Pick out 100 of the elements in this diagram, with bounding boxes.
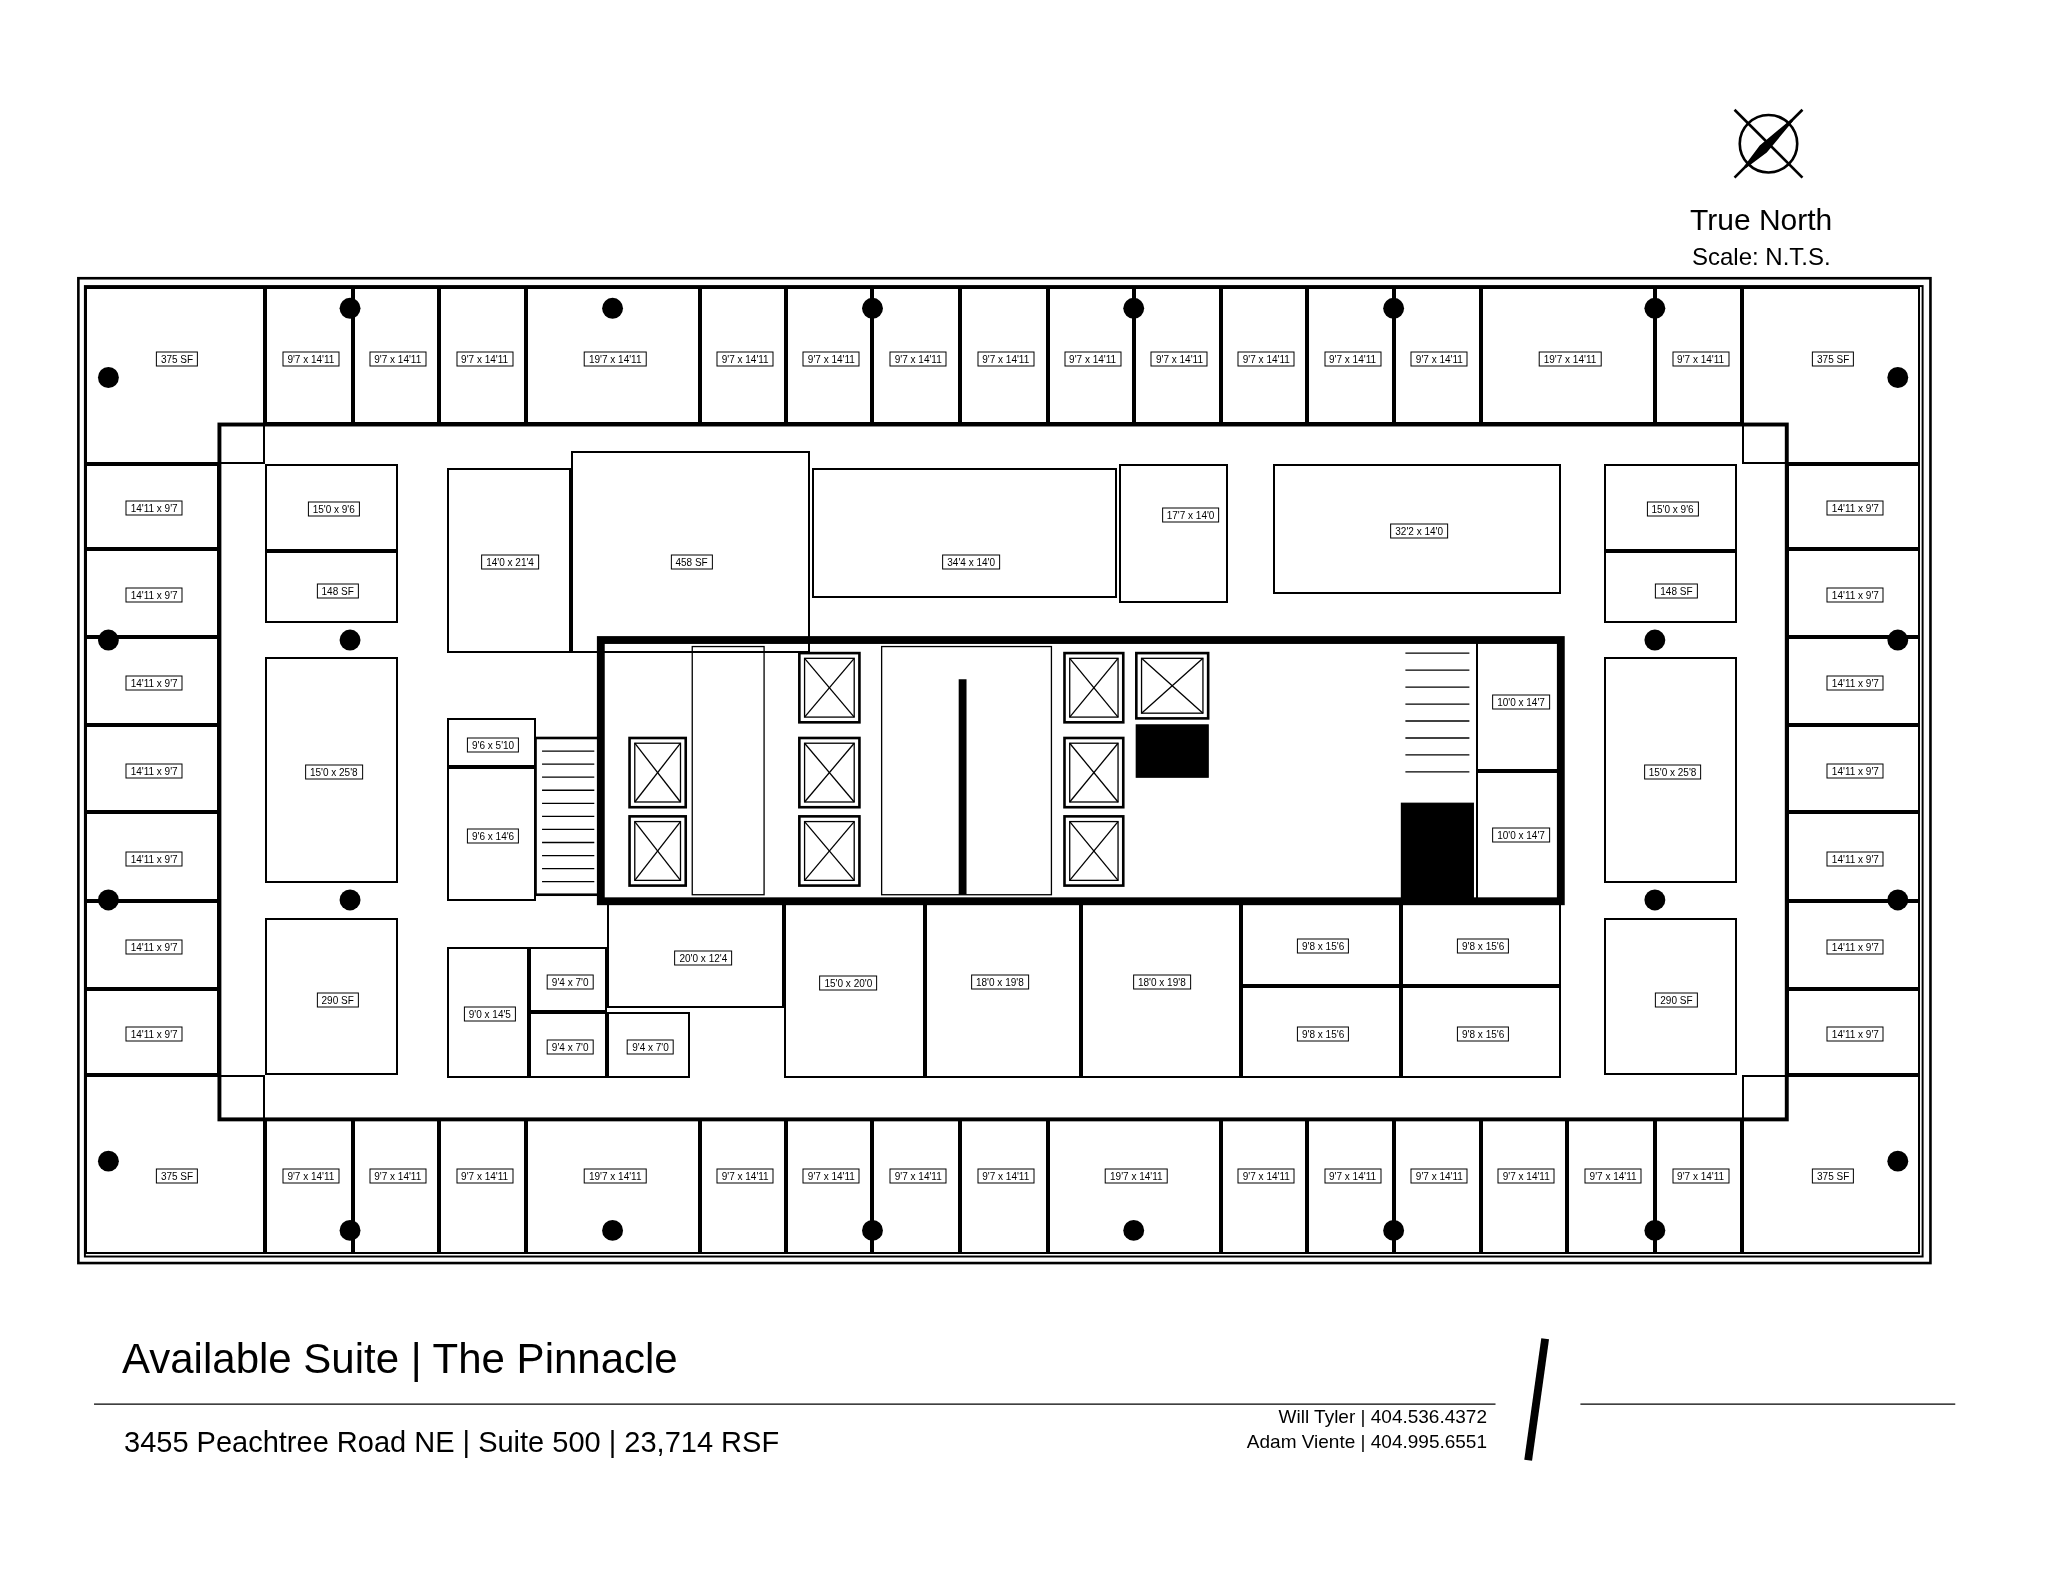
room — [352, 1119, 439, 1254]
room-dimension-label: 9'8 x 15'6 — [1457, 938, 1510, 954]
room-dimension-label: 9'7 x 14'11 — [977, 351, 1035, 367]
room — [1603, 551, 1738, 623]
room-dimension-label: 148 SF — [316, 583, 359, 599]
room-dimension-label: 9'8 x 15'6 — [1457, 1026, 1510, 1042]
room-dimension-label: 14'11 x 9'7 — [1826, 500, 1884, 516]
room — [84, 637, 220, 725]
room-dimension-label: 10'0 x 14'7 — [1492, 694, 1550, 710]
room-dimension-label: 9'4 x 7'0 — [546, 1039, 594, 1055]
room-dimension-label: 15'0 x 20'0 — [819, 975, 878, 991]
room — [607, 1012, 690, 1078]
room — [570, 450, 810, 654]
room-dimension-label: 20'0 x 12'4 — [674, 950, 733, 966]
room — [446, 718, 536, 767]
room-dimension-label: 9'7 x 14'11 — [802, 1168, 860, 1184]
room-dimension-label: 14'11 x 9'7 — [125, 675, 183, 691]
room-dimension-label: 148 SF — [1655, 583, 1698, 599]
room-dimension-label: 14'11 x 9'7 — [125, 939, 183, 955]
room — [1603, 656, 1738, 883]
room — [265, 287, 353, 425]
room — [1393, 287, 1482, 425]
room-dimension-label: 9'7 x 14'11 — [369, 1168, 427, 1184]
room — [528, 946, 608, 1013]
room — [1786, 812, 1920, 902]
room-dimension-label: 15'0 x 9'6 — [1646, 501, 1699, 517]
room — [1786, 463, 1920, 549]
room-dimension-label: 9'7 x 14'11 — [977, 1168, 1035, 1184]
room — [446, 766, 536, 902]
room-dimension-label: 290 SF — [1655, 992, 1698, 1008]
room — [1393, 1119, 1482, 1254]
room-dimension-label: 9'7 x 14'11 — [1237, 351, 1295, 367]
room-dimension-label: 14'11 x 9'7 — [1826, 763, 1884, 779]
room — [438, 287, 527, 425]
room — [1307, 1119, 1394, 1254]
room — [526, 287, 701, 425]
room — [265, 1119, 353, 1254]
room-dimension-label: 14'11 x 9'7 — [125, 763, 183, 779]
room-dimension-label: 9'7 x 14'11 — [1497, 1168, 1555, 1184]
room-dimension-label: 375 SF — [155, 351, 199, 367]
room — [84, 287, 266, 464]
room-dimension-label: 14'11 x 9'7 — [1826, 1026, 1884, 1042]
room — [960, 1119, 1048, 1254]
room — [1603, 918, 1738, 1075]
room-dimension-label: 19'7 x 14'11 — [583, 351, 647, 367]
room — [265, 656, 399, 883]
room-dimension-label: 9'7 x 14'11 — [1324, 351, 1381, 367]
room — [1481, 287, 1655, 425]
room-dimension-label: 9'6 x 5'10 — [467, 737, 520, 752]
room — [1742, 1074, 1920, 1254]
room-dimension-label: 9'7 x 14'11 — [1672, 1168, 1730, 1184]
room-dimension-label: 9'7 x 14'11 — [716, 1168, 774, 1184]
room-dimension-label: 34'4 x 14'0 — [942, 554, 1000, 570]
room-dimension-label: 14'11 x 9'7 — [1826, 587, 1884, 603]
room-dimension-label: 9'7 x 14'11 — [1237, 1168, 1295, 1184]
room-dimension-label: 9'8 x 15'6 — [1297, 1026, 1350, 1042]
room-dimension-label: 9'7 x 14'11 — [456, 1168, 514, 1184]
room — [1307, 287, 1394, 425]
room — [700, 287, 787, 425]
room — [1786, 901, 1920, 989]
room — [84, 548, 220, 638]
room-dimension-label: 32'2 x 14'0 — [1390, 523, 1448, 539]
room-dimension-label: 15'0 x 25'8 — [1643, 764, 1702, 780]
room — [84, 724, 220, 813]
room — [960, 287, 1048, 425]
room-dimension-label: 375 SF — [1812, 351, 1855, 367]
room-dimension-label: 9'7 x 14'11 — [1410, 1168, 1468, 1184]
room-dimension-label: 18'0 x 19'8 — [971, 974, 1029, 990]
room — [528, 1012, 608, 1078]
room — [265, 551, 399, 623]
room-dimension-label: 375 SF — [1812, 1168, 1855, 1184]
room-dimension-label: 19'7 x 14'11 — [1105, 1168, 1168, 1184]
room — [526, 1119, 701, 1254]
room-dimension-label: 15'0 x 9'6 — [307, 501, 360, 517]
room-dimension-label: 375 SF — [155, 1168, 199, 1184]
room-dimension-label: 9'4 x 7'0 — [546, 974, 594, 990]
room-dimension-label: 9'6 x 14'6 — [467, 828, 520, 844]
scale-note: Scale: N.T.S. — [1692, 242, 1831, 272]
plan-title: Available Suite | The Pinnacle — [122, 1334, 678, 1384]
room-dimension-label: 14'0 x 21'4 — [481, 554, 539, 570]
room-dimension-label: 14'11 x 9'7 — [125, 851, 183, 867]
room — [1786, 988, 1920, 1075]
room — [265, 463, 399, 552]
room — [84, 988, 220, 1075]
room-dimension-label: 19'7 x 14'11 — [1538, 351, 1602, 367]
contact-line: Adam Viente | 404.995.6551 — [1246, 1430, 1487, 1454]
room — [1273, 463, 1561, 595]
room — [700, 1119, 787, 1254]
room — [786, 287, 873, 425]
room-dimension-label: 9'7 x 14'11 — [889, 1168, 947, 1184]
room-dimension-label: 9'4 x 7'0 — [627, 1039, 674, 1055]
room-dimension-label: 9'7 x 14'11 — [1672, 351, 1730, 367]
room — [265, 918, 399, 1075]
room-dimension-label: 9'7 x 14'11 — [282, 1168, 340, 1184]
room — [1654, 1119, 1743, 1254]
room-dimension-label: 458 SF — [670, 554, 713, 570]
room — [1786, 548, 1920, 638]
room — [872, 287, 960, 425]
room-dimension-label: 14'11 x 9'7 — [1826, 851, 1884, 867]
room-dimension-label: 17'7 x 14'0 — [1161, 507, 1220, 523]
